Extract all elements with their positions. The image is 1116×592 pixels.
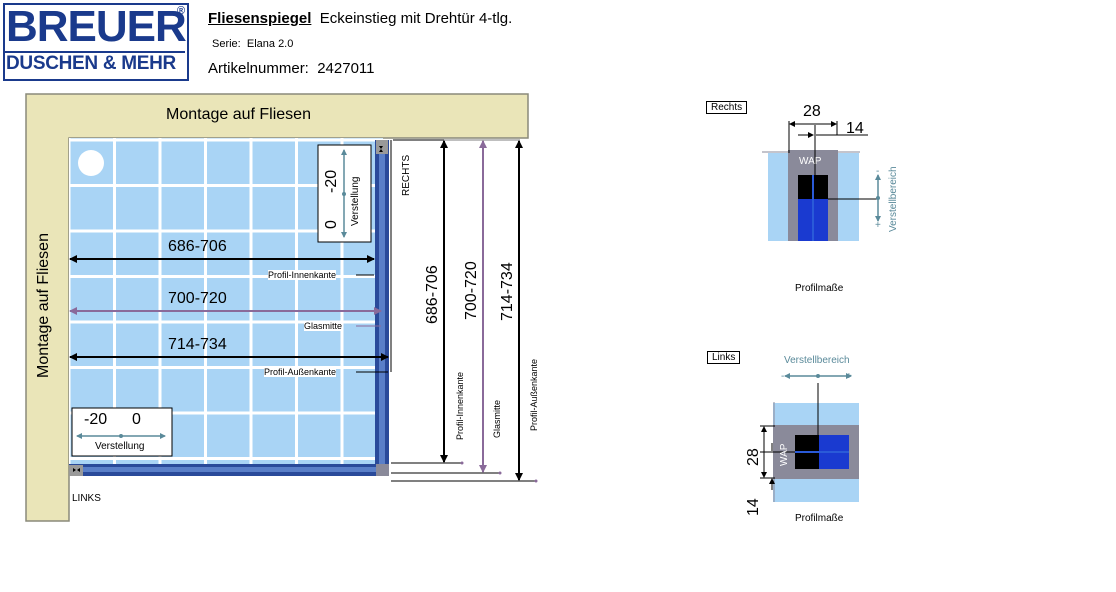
brand-logo bbox=[3, 3, 189, 81]
document-title: Fliesenspiegel Eckeinstieg mit Drehtür 4… bbox=[208, 10, 512, 27]
right-side-label: RECHTS bbox=[401, 154, 412, 196]
left-range-plus: + bbox=[846, 371, 852, 382]
vdim-outer-value: 714-734 bbox=[499, 262, 516, 321]
adjust-right-b: 0 bbox=[323, 220, 340, 229]
serie-label: Serie: bbox=[212, 38, 241, 50]
left-side-label: LINKS bbox=[72, 493, 101, 504]
top-wall-label: Montage auf Fliesen bbox=[166, 106, 311, 123]
floor-plan-diagram bbox=[25, 93, 538, 522]
right-wap-label: WAP bbox=[799, 156, 822, 167]
adjust-left-label: Verstellung bbox=[95, 441, 145, 452]
title-bold: Fliesenspiegel bbox=[208, 10, 312, 27]
drain-icon bbox=[78, 150, 104, 176]
hdim-inner-value: 686-706 bbox=[168, 238, 227, 255]
article-label: Artikelnummer: bbox=[208, 60, 309, 77]
serie-value: Elana 2.0 bbox=[246, 38, 294, 50]
hdim-outer-value: 714-734 bbox=[168, 336, 227, 353]
left-dim-28: 28 bbox=[745, 448, 762, 466]
left-wall-label: Montage auf Fliesen bbox=[35, 233, 52, 378]
adjust-right-a: -20 bbox=[323, 169, 340, 193]
article-line: Artikelnummer: 2427011 bbox=[208, 60, 375, 77]
title-rest: Eckeinstieg mit Drehtür 4-tlg. bbox=[319, 10, 513, 27]
left-range-minus: - bbox=[781, 371, 785, 382]
logo-registered-mark: ® bbox=[177, 5, 186, 17]
hdim-outer-ref: Profil-Außenkante bbox=[264, 367, 337, 377]
right-caption: Profilmaße bbox=[795, 283, 844, 294]
logo-wordmark: BREUER bbox=[6, 2, 187, 51]
serie-line: Serie: Elana 2.0 bbox=[212, 38, 293, 50]
right-range-plus: + bbox=[875, 220, 881, 231]
right-dim-14: 14 bbox=[846, 120, 864, 137]
right-dim-28: 28 bbox=[803, 103, 821, 120]
article-value: 2427011 bbox=[317, 60, 375, 77]
adjust-left-b: 0 bbox=[132, 411, 141, 428]
logo-divider bbox=[5, 51, 185, 53]
vdim-inner-value: 686-706 bbox=[424, 265, 441, 324]
right-range-label: Verstellbereich bbox=[888, 166, 899, 232]
vdim-glass-ref: Glasmitte bbox=[492, 399, 502, 438]
hdim-glass-ref: Glasmitte bbox=[304, 321, 343, 331]
tag-links: Links bbox=[707, 351, 741, 364]
tag-rechts: Rechts bbox=[706, 101, 748, 114]
left-dim-14: 14 bbox=[745, 498, 762, 516]
adjust-right-label: Verstellung bbox=[350, 176, 361, 226]
vdim-glass-value: 700-720 bbox=[463, 261, 480, 320]
vdim-inner-ref: Profil-Innenkante bbox=[455, 371, 465, 440]
right-range-minus: - bbox=[876, 166, 880, 177]
adjust-left-a: -20 bbox=[84, 411, 108, 428]
vdim-outer-ref: Profil-Außenkante bbox=[529, 358, 539, 431]
left-wap-label: WAP bbox=[779, 443, 790, 466]
hdim-glass-value: 700-720 bbox=[168, 290, 227, 307]
profile-detail-right bbox=[762, 121, 881, 241]
profile-detail-left bbox=[760, 373, 859, 502]
logo-subtitle: DUSCHEN & MEHR bbox=[6, 53, 176, 74]
left-range-label: Verstellbereich bbox=[784, 355, 850, 366]
left-caption: Profilmaße bbox=[795, 513, 844, 524]
hdim-inner-ref: Profil-Innenkante bbox=[268, 270, 337, 280]
adjust-box-left bbox=[71, 407, 173, 457]
